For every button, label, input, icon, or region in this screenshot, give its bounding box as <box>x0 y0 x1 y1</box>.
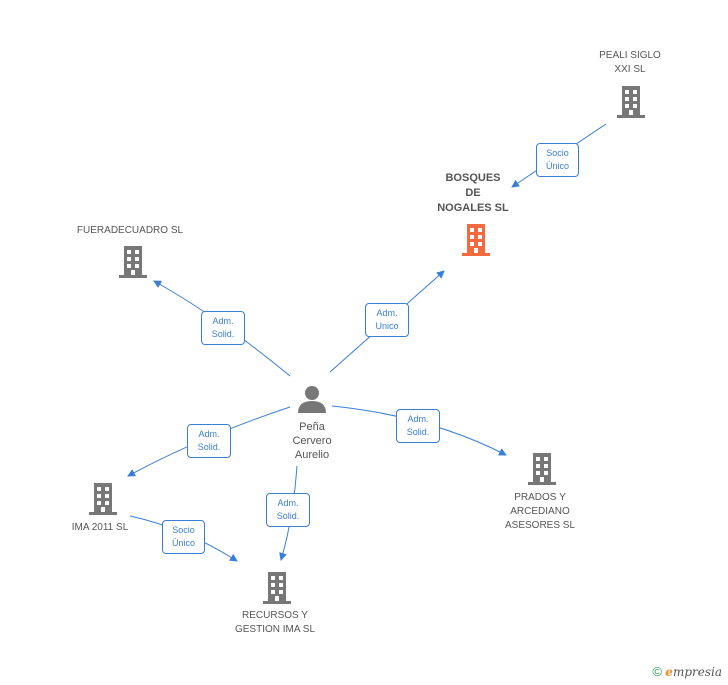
footer-brand[interactable]: © empresia <box>652 664 722 679</box>
edge-label-peali-bosques[interactable]: Socio Único <box>536 143 579 177</box>
edge-label-pena-ima2011[interactable]: Adm. Solid. <box>187 424 231 458</box>
node-label-pena: Peña Cervero Aurelio <box>292 421 332 461</box>
node-label-peali: PEALI SIGLO XXI SL <box>599 50 661 75</box>
person-icon[interactable] <box>296 384 328 414</box>
node-label-fueradecuadro: FUERADECUADRO SL <box>76 225 184 236</box>
building-icon-main[interactable] <box>460 222 492 256</box>
building-icon[interactable] <box>615 84 647 118</box>
edge-label-pena-fueradecuadro[interactable]: Adm. Solid. <box>201 311 245 345</box>
node-label-bosques: BOSQUES DE NOGALES SL <box>437 172 509 214</box>
node-label-prados: PRADOS Y ARCEDIANO ASESORES SL <box>504 492 576 531</box>
building-icon[interactable] <box>261 570 293 604</box>
edge-label-pena-prados[interactable]: Adm. Solid. <box>396 409 440 443</box>
edge-label-pena-bosques[interactable]: Adm. Unico <box>365 303 409 337</box>
building-icon[interactable] <box>526 451 558 485</box>
building-icon[interactable] <box>87 481 119 515</box>
node-label-recursos: RECURSOS Y GESTION IMA SL <box>234 610 316 635</box>
edge-label-pena-recursos[interactable]: Adm. Solid. <box>266 493 310 527</box>
brand-logo: empresia <box>665 665 722 679</box>
node-label-ima2011: IMA 2011 SL <box>71 522 129 533</box>
edge-label-ima2011-recursos[interactable]: Socio Único <box>162 520 205 554</box>
copyright-icon: © <box>652 664 662 679</box>
building-icon[interactable] <box>117 244 149 278</box>
